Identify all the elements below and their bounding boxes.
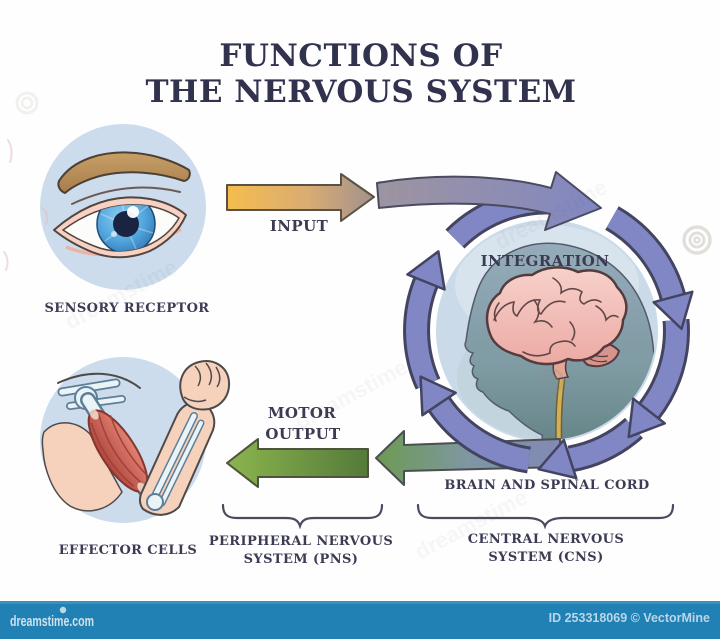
- sensory-receptor-label: SENSORY RECEPTOR: [44, 301, 209, 316]
- braces: [221, 503, 675, 530]
- cycle-arrowheads: [406, 250, 694, 480]
- shoulder-contour: [57, 372, 141, 389]
- dreamstime-swirl-watermark: [682, 225, 712, 255]
- pns-label-line-1: PERIPHERAL NERVOUS: [209, 534, 393, 549]
- pink-watermark-marks: [3, 139, 49, 271]
- footer-top-edge: [0, 601, 720, 604]
- title-line-1: FUNCTIONS OF: [219, 38, 502, 74]
- effector-cells-label: EFFECTOR CELLS: [59, 543, 197, 558]
- motor-output-arrow: [226, 438, 369, 488]
- brain-illustration: [485, 266, 628, 380]
- shoulder-flesh: [41, 422, 123, 512]
- image-credit: ID 253318069 © VectorMine: [549, 611, 710, 625]
- eyelid-crease: [71, 186, 181, 205]
- pns-brace: [221, 503, 384, 530]
- dreamstime-logo: dreamstime.com: [10, 613, 94, 630]
- eye-highlight-small: [111, 231, 117, 237]
- dreamstime-swirl-watermark: [539, 368, 565, 394]
- dreamstime-swirl-watermark: [15, 91, 39, 115]
- iris-group: [96, 204, 156, 251]
- integration-illustration: INTEGRATION: [375, 171, 694, 486]
- finger-lines: [183, 362, 221, 403]
- dreamstime-logo-dot-icon: [59, 606, 67, 614]
- cycle-arrows: [403, 187, 694, 480]
- page-title: FUNCTIONS OF THE NERVOUS SYSTEM: [145, 38, 576, 110]
- pns-label-line-2: SYSTEM (PNS): [244, 552, 359, 567]
- cns-brace: [416, 503, 675, 530]
- eye-illustration: [40, 124, 206, 290]
- swirl-watermarks: [3, 91, 712, 394]
- brain-spinal-cord-label: BRAIN AND SPINAL CORD: [444, 478, 649, 493]
- fist: [179, 360, 231, 411]
- eyebrow: [57, 151, 191, 194]
- input-entry-arrow: [376, 171, 602, 231]
- motor-output-label-line-2: OUTPUT: [265, 425, 341, 443]
- input-label: INPUT: [270, 217, 329, 235]
- arm-illustration: [40, 357, 231, 523]
- input-arrow: [226, 173, 375, 222]
- biceps-muscle: [87, 408, 149, 494]
- forearm-bones: [146, 412, 205, 511]
- brain-gyri: [493, 277, 619, 357]
- eye-highlight: [127, 206, 139, 218]
- motor-output-label-line-1: MOTOR: [268, 404, 336, 422]
- footer-bar: dreamstime.com ID 253318069 © VectorMine: [0, 601, 720, 639]
- footer-background: [0, 601, 720, 639]
- title-line-2: THE NERVOUS SYSTEM: [145, 74, 576, 110]
- cerebrum: [485, 266, 628, 366]
- cns-label-line-1: CENTRAL NERVOUS: [468, 532, 624, 547]
- cns-label-line-2: SYSTEM (CNS): [488, 550, 603, 565]
- integration-label: INTEGRATION: [481, 252, 610, 270]
